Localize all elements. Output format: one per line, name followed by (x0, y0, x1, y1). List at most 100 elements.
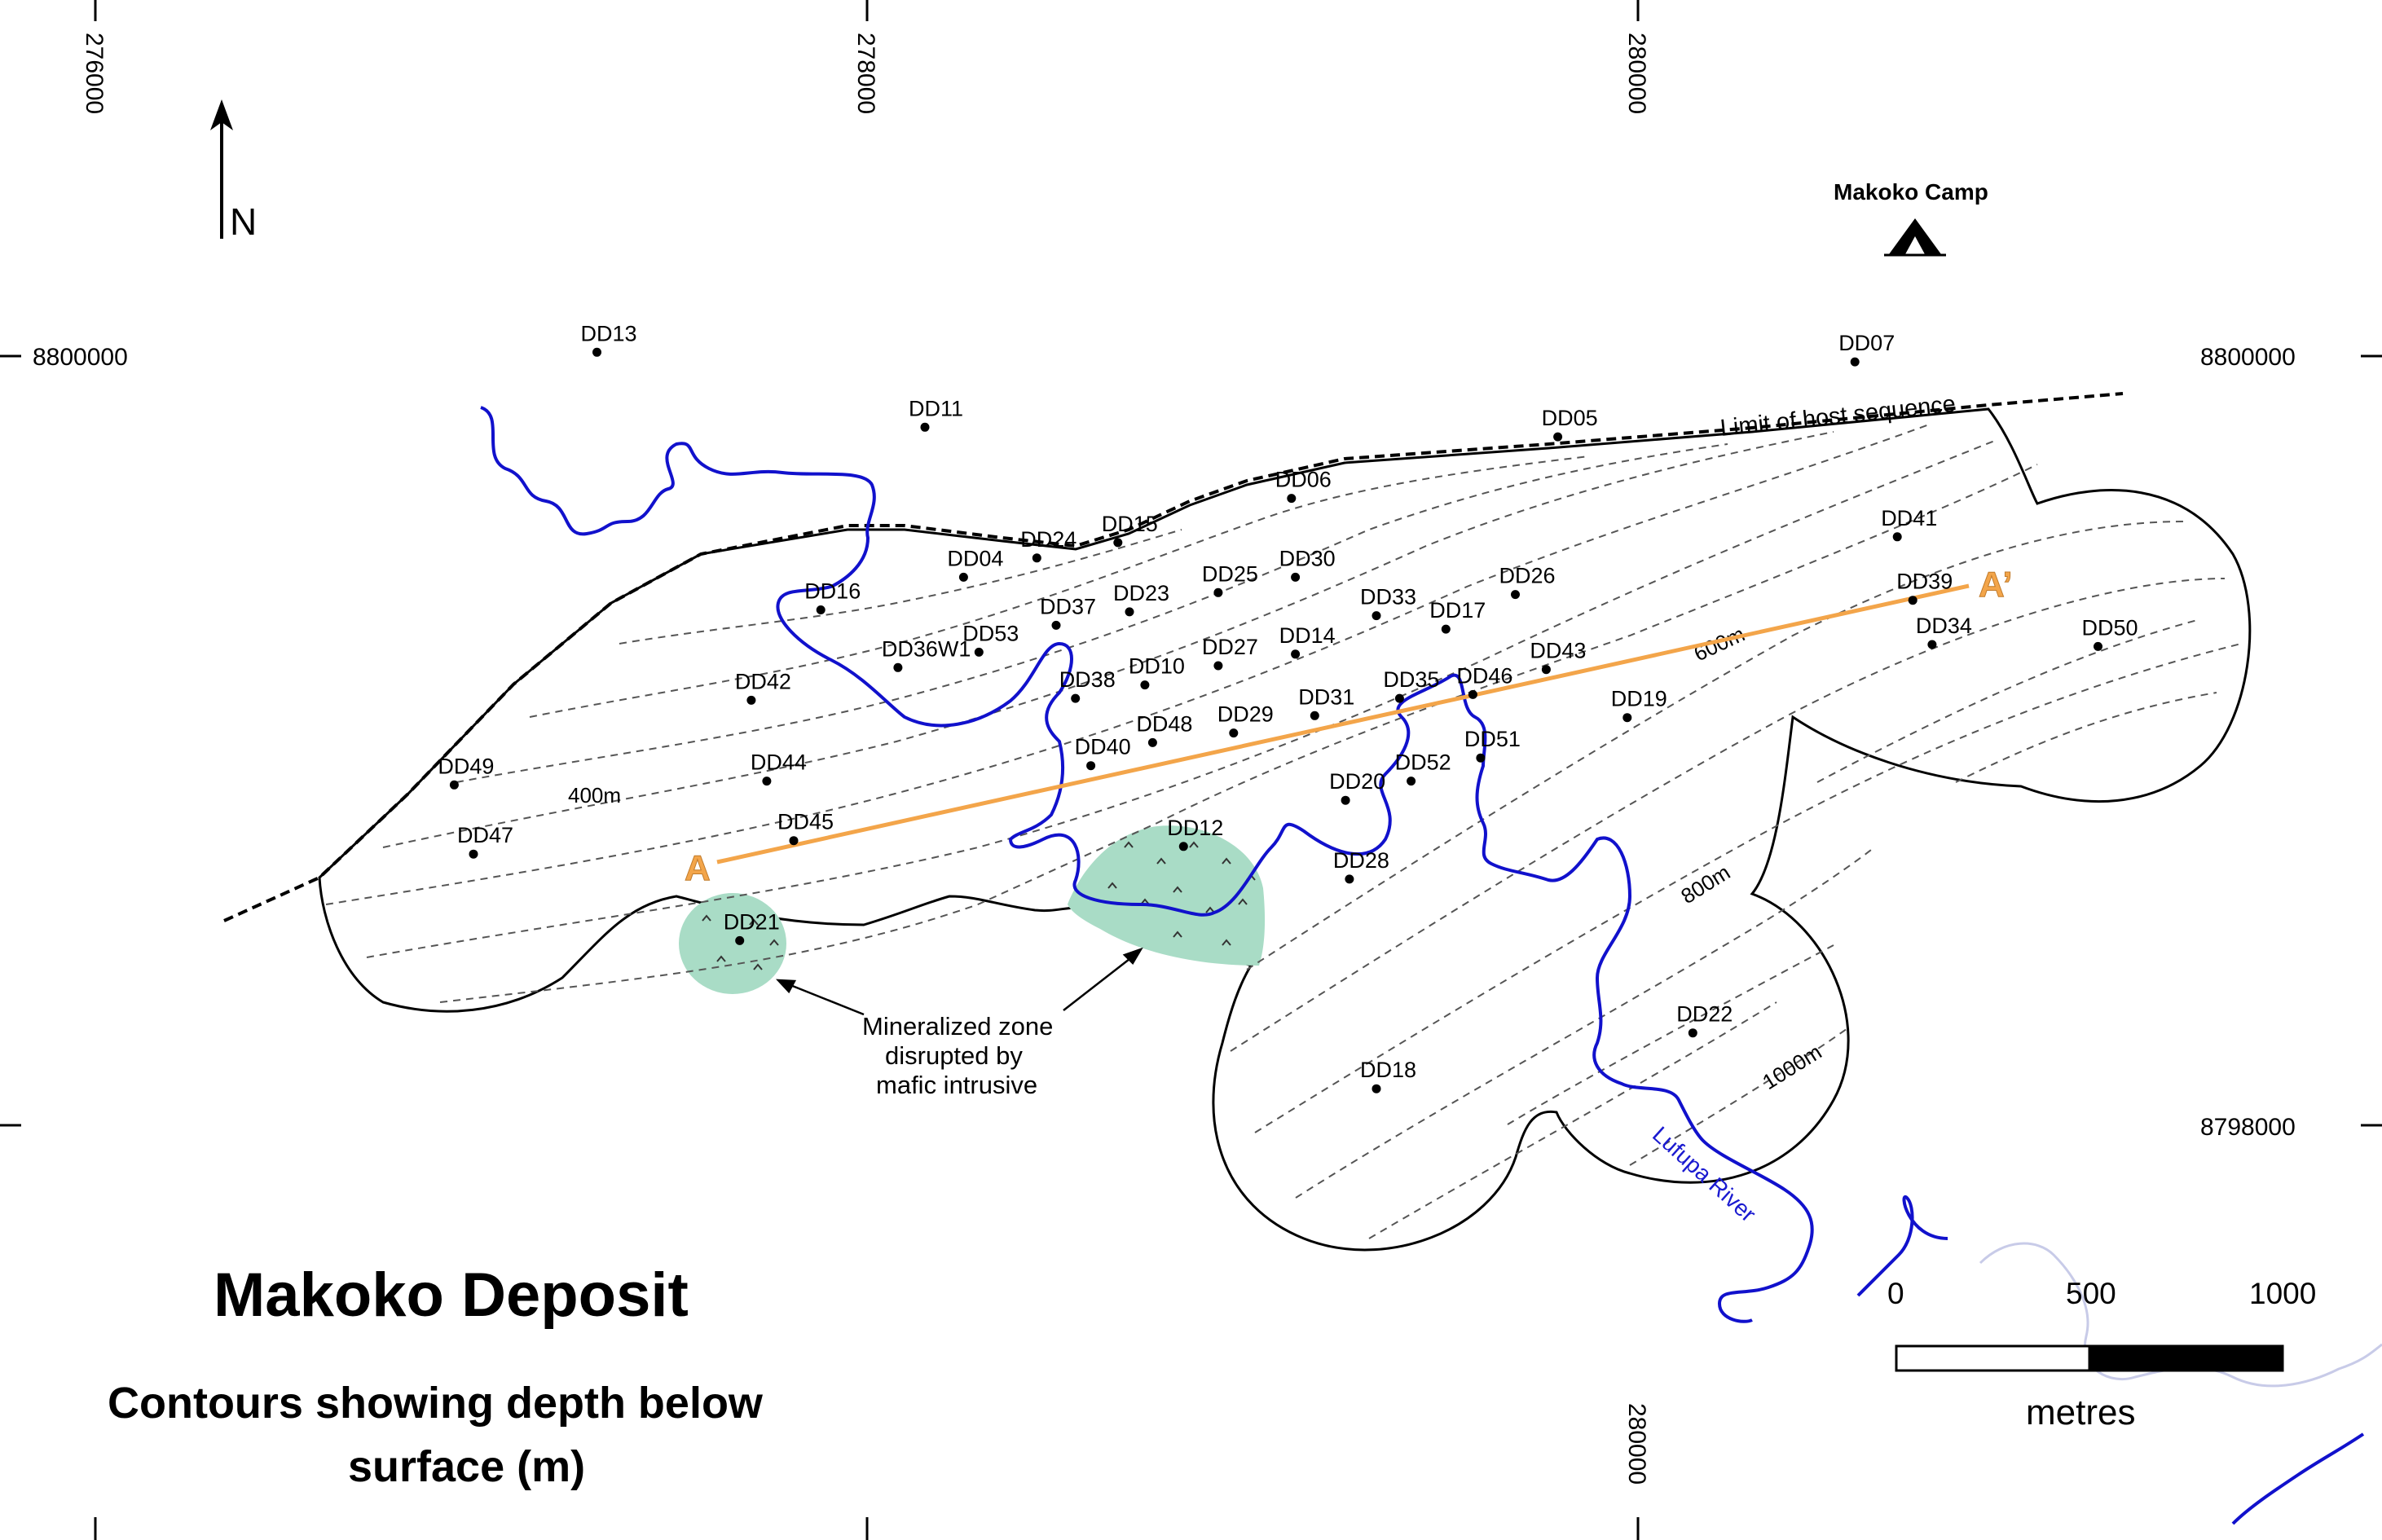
drillhole-label: DD07 (1838, 331, 1895, 355)
drillhole-label: DD13 (581, 321, 637, 345)
tributary-outline (1979, 1242, 2382, 1388)
drillhole-marker (1345, 874, 1354, 884)
drillhole-label: DD11 (909, 396, 963, 420)
drillhole-marker (762, 777, 772, 786)
drillhole-marker (1178, 842, 1188, 851)
drillhole-label: DD37 (1040, 594, 1096, 618)
drillhole-label: DD45 (777, 810, 834, 834)
drillhole-marker (592, 347, 601, 357)
drillhole-label: DD53 (962, 621, 1019, 645)
easting-label-280000: 280000 (1623, 33, 1650, 114)
drillhole-label: DD42 (735, 669, 791, 693)
drillhole-marker (1541, 665, 1551, 675)
drillhole-label: DD06 (1275, 468, 1332, 492)
drillhole-label: DD34 (1916, 614, 1972, 638)
drillhole-marker (1140, 680, 1150, 690)
drillhole-label: DD41 (1881, 506, 1937, 530)
drillhole-label: DD31 (1298, 684, 1354, 709)
drillhole-label: DD21 (724, 909, 780, 934)
northing-label-8798000: 8798000 (2200, 1114, 2296, 1141)
drillhole-label: DD22 (1676, 1002, 1733, 1027)
drillhole-marker (1213, 661, 1223, 671)
drillhole-label: DD26 (1499, 564, 1556, 588)
cross-section-line (716, 583, 1970, 865)
drillhole-label: DD40 (1075, 735, 1131, 759)
river-segment-east (1856, 1195, 1948, 1297)
drillhole-label: DD14 (1279, 623, 1336, 648)
drillhole-label: DD16 (804, 579, 861, 604)
drillhole-label: DD43 (1530, 639, 1586, 663)
camp-label: Makoko Camp (1834, 179, 1988, 205)
drillhole-label: DD20 (1329, 769, 1385, 794)
drillhole-label: DD18 (1360, 1058, 1416, 1082)
scale-label-0: 0 (1887, 1277, 1904, 1310)
drillhole-marker (789, 836, 799, 846)
drillhole-marker (2094, 641, 2102, 651)
drillhole-label: DD27 (1202, 635, 1258, 659)
drillhole-marker (1086, 761, 1096, 771)
drillhole-marker (1511, 590, 1520, 600)
drillhole-label: DD35 (1383, 667, 1439, 692)
drillhole-marker (1441, 624, 1451, 634)
drillhole-label: DD44 (751, 750, 807, 775)
camp-tent-icon (1884, 218, 1946, 257)
scale-bar (1895, 1344, 2284, 1372)
drillhole-marker (1287, 494, 1297, 504)
intrusive-zone-dd12 (1068, 825, 1266, 966)
easting-label-276000: 276000 (81, 33, 108, 114)
drillhole-layer: DD13DD11DD07DD05DD06DD15DD24DD04DD16DD30… (438, 321, 2138, 1093)
scale-unit: metres (2026, 1393, 2135, 1432)
scale-label-500: 500 (2066, 1277, 2116, 1310)
map-title: Makoko Deposit (214, 1261, 689, 1330)
drillhole-label: DD49 (438, 754, 494, 778)
drillhole-label: DD50 (2082, 615, 2138, 640)
drillhole-label: DD23 (1113, 581, 1169, 605)
lufupa-river (480, 406, 1814, 1323)
drillhole-marker (449, 780, 459, 790)
depth-contours (325, 423, 2242, 1239)
drillhole-label: DD12 (1167, 816, 1223, 840)
drillhole-marker (920, 422, 930, 432)
drillhole-label: DD15 (1102, 512, 1158, 536)
drillhole-marker (1372, 1084, 1381, 1093)
drillhole-marker (1113, 538, 1123, 548)
drillhole-marker (469, 849, 478, 859)
drillhole-label: DD51 (1464, 727, 1521, 751)
drillhole-marker (1553, 432, 1563, 442)
northing-label-8800000-right: 8800000 (2200, 344, 2296, 371)
drillhole-marker (1372, 611, 1381, 621)
annotation-line-1: Mineralized zone (862, 1012, 1053, 1041)
drillhole-marker (958, 572, 968, 582)
drillhole-marker (746, 695, 756, 705)
drillhole-label: DD05 (1542, 406, 1598, 430)
host-sequence-limit (223, 392, 2124, 922)
easting-label-278000: 278000 (852, 33, 879, 114)
drillhole-marker (1291, 649, 1301, 659)
drillhole-marker (1394, 693, 1404, 703)
drillhole-marker (1468, 689, 1477, 699)
drillhole-label: DD19 (1611, 687, 1667, 711)
drillhole-label: DD33 (1360, 585, 1416, 609)
annotation-arrows (775, 947, 1143, 1016)
drillhole-marker (893, 662, 903, 672)
map-subtitle-line-1: Contours showing depth below (108, 1379, 764, 1428)
drillhole-marker (1051, 620, 1061, 630)
intrusive-zone-dd21 (679, 893, 786, 994)
drillhole-marker (1688, 1028, 1697, 1038)
drillhole-marker (1892, 532, 1902, 542)
drillhole-marker (1341, 795, 1350, 805)
annotation-line-2: disrupted by (885, 1041, 1023, 1070)
drillhole-label: DD24 (1020, 527, 1077, 552)
section-label-a-prime: A’ (1979, 565, 2013, 605)
drillhole-marker (1622, 713, 1632, 723)
section-label-a: A (685, 848, 711, 888)
drillhole-label: DD10 (1129, 654, 1185, 679)
drillhole-marker (1032, 553, 1041, 563)
drillhole-marker (816, 605, 826, 614)
drillhole-label: DD17 (1429, 598, 1486, 623)
northing-label-8800000-left: 8800000 (33, 344, 128, 371)
river-segment-far-east (2231, 1432, 2365, 1525)
annotation-line-3: mafic intrusive (876, 1071, 1037, 1099)
